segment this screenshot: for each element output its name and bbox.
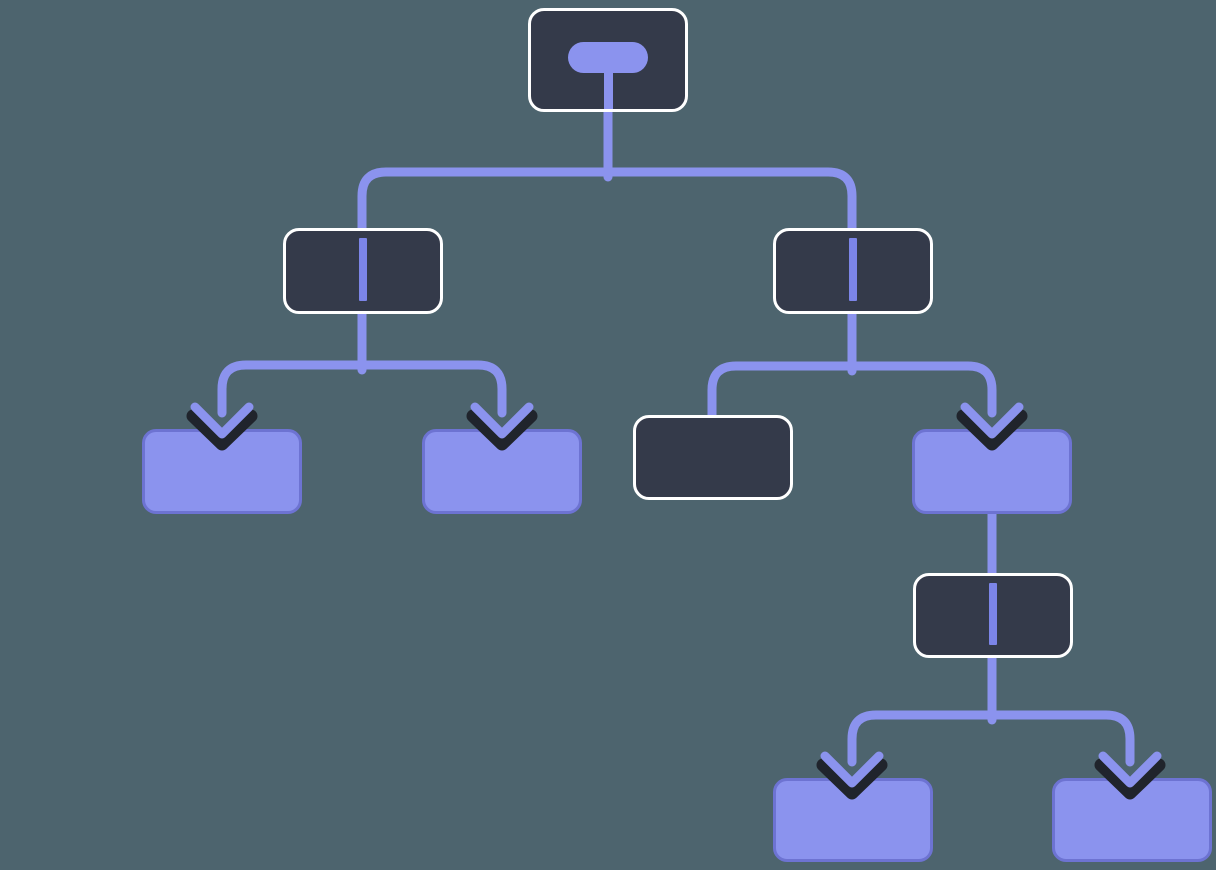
- tree-node-leaf-4[interactable]: [1052, 778, 1212, 862]
- tree-node-root[interactable]: [528, 8, 688, 112]
- tree-node-branch-left[interactable]: [283, 228, 443, 314]
- root-pill-icon: [531, 42, 685, 109]
- tree-node-leaf-1[interactable]: [142, 429, 302, 514]
- tree-node-dark-leaf[interactable]: [633, 415, 793, 500]
- pass-through-line-icon: [989, 583, 997, 645]
- pass-through-line-icon: [359, 238, 367, 301]
- tree-node-mid-purple[interactable]: [912, 429, 1072, 514]
- tree-node-leaf-3[interactable]: [773, 778, 933, 862]
- tree-node-branch-right[interactable]: [773, 228, 933, 314]
- pill-shape: [568, 42, 648, 73]
- tree-node-branch-lower[interactable]: [913, 573, 1073, 658]
- tree-node-leaf-2[interactable]: [422, 429, 582, 514]
- pass-through-line-icon: [849, 238, 857, 301]
- pill-stem: [603, 73, 613, 109]
